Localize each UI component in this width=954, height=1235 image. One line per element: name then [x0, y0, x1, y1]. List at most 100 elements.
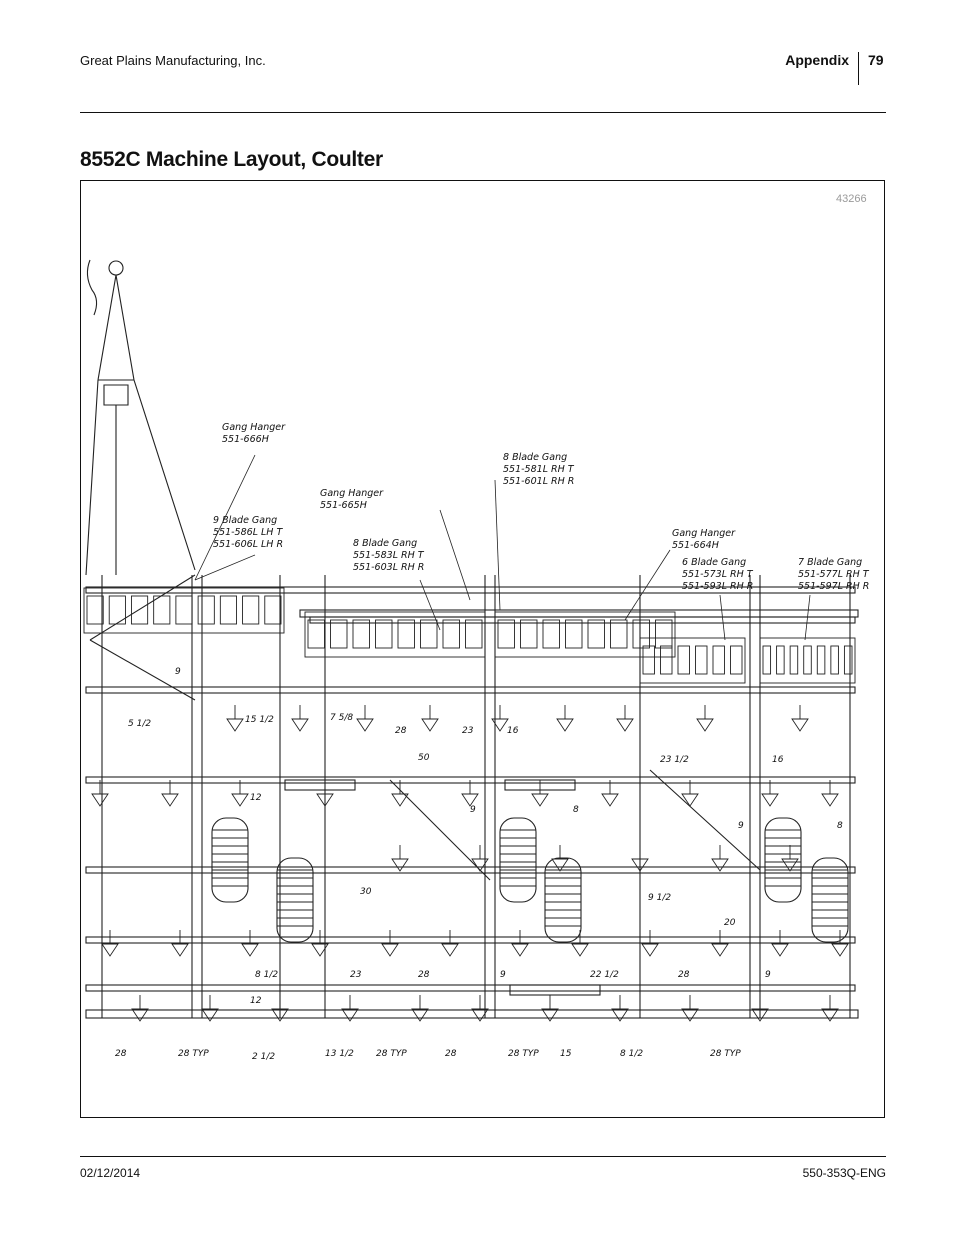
- gang-blade: [843, 645, 853, 675]
- coulter: [681, 995, 699, 1022]
- dimension-label: 20: [724, 918, 736, 928]
- dimension-label: 28 TYP: [508, 1049, 539, 1059]
- callout-label: 8 Blade Gang: [353, 538, 417, 549]
- gang-blade: [816, 645, 826, 675]
- callout-label: Gang Hanger: [672, 528, 736, 539]
- gang-blade: [632, 619, 650, 649]
- section-name: Appendix: [785, 52, 849, 68]
- coulter: [271, 995, 289, 1022]
- dimension-label: 13 1/2: [325, 1049, 354, 1059]
- callout-label: 551-664H: [672, 540, 719, 551]
- dimension-label: 28: [418, 970, 430, 980]
- hydraulic-cylinder: [284, 779, 356, 791]
- dimension-label: 30: [360, 887, 372, 897]
- callout-label: 551-573L RH T: [682, 569, 754, 580]
- gang-blade: [86, 595, 104, 625]
- dimension-label: 16: [507, 726, 519, 736]
- frame-structure: [85, 259, 859, 1019]
- coulter: [316, 780, 334, 807]
- frame-tube: [85, 936, 856, 944]
- transport-wheel: [764, 817, 802, 903]
- coulter: [611, 995, 629, 1022]
- coulter: [356, 705, 374, 732]
- page-number: 79: [868, 52, 884, 68]
- coulter: [771, 930, 789, 957]
- dimension-label: 12: [250, 996, 262, 1006]
- coulter: [341, 995, 359, 1022]
- coulter: [571, 930, 589, 957]
- gang-blade: [776, 645, 785, 675]
- gang-blade: [397, 619, 415, 649]
- coulter: [231, 780, 249, 807]
- leader-line: [194, 454, 256, 581]
- callout-label: 8 Blade Gang: [503, 452, 567, 463]
- coulter: [241, 930, 259, 957]
- dimension-label: 28 TYP: [178, 1049, 209, 1059]
- callout-label: 551-593L RH R: [682, 581, 753, 592]
- coulter: [831, 930, 849, 957]
- coulter: [641, 930, 659, 957]
- coulter: [421, 705, 439, 732]
- tongue-frame: [85, 379, 196, 576]
- callout-label: 551-597L RH R: [798, 581, 869, 592]
- frame-brace: [89, 574, 761, 881]
- blade-gangs: [83, 587, 856, 684]
- coulter: [791, 705, 809, 732]
- footer-doc-number: 550-353Q-ENG: [802, 1166, 886, 1180]
- dimension-label: 28: [395, 726, 407, 736]
- coulter: [681, 780, 699, 807]
- coulter: [711, 930, 729, 957]
- dimension-label: 28 TYP: [710, 1049, 741, 1059]
- coulter: [311, 930, 329, 957]
- gang-blade: [542, 619, 560, 649]
- gang-frame: [759, 637, 856, 684]
- gang-blade: [108, 595, 126, 625]
- leader-line: [439, 509, 471, 601]
- callout-label: 551-603L RH R: [353, 562, 424, 573]
- dimension-label: 16: [772, 755, 784, 765]
- dimension-label: 15 1/2: [245, 715, 274, 725]
- coulter: [711, 845, 729, 872]
- gang-blade: [655, 619, 673, 649]
- leader-line: [494, 479, 501, 611]
- dimension-label: 28 TYP: [376, 1049, 407, 1059]
- dimension-label: 9: [738, 821, 744, 831]
- coulter: [616, 705, 634, 732]
- dimension-label: 9: [765, 970, 771, 980]
- gang-blade: [610, 619, 628, 649]
- gang-blade: [242, 595, 260, 625]
- frame-tube: [85, 686, 856, 694]
- coulter: [551, 845, 569, 872]
- dimension-label: 8 1/2: [255, 970, 278, 980]
- dimension-label: 9: [175, 667, 181, 677]
- safety-chain: [86, 259, 98, 316]
- coulter: [381, 930, 399, 957]
- dimension-label: 28: [115, 1049, 127, 1059]
- coulter: [471, 845, 489, 872]
- frame-tube: [85, 776, 856, 784]
- gang-frame: [83, 587, 285, 634]
- transport-wheel: [211, 817, 249, 903]
- dimension-label: 23 1/2: [660, 755, 689, 765]
- coulter: [781, 845, 799, 872]
- gang-blade: [695, 645, 708, 675]
- figure-frame: [80, 180, 885, 1118]
- callout-label: 551-601L RH R: [503, 476, 574, 487]
- coulter: [291, 705, 309, 732]
- gang-blade: [442, 619, 460, 649]
- callout-label: 551-665H: [320, 500, 367, 511]
- dimension-label: 12: [250, 793, 262, 803]
- coulter-shanks: [91, 705, 849, 1022]
- coulter: [541, 995, 559, 1022]
- dimension-label: 50: [418, 753, 430, 763]
- coulter: [601, 780, 619, 807]
- gang-frame: [304, 611, 486, 658]
- leader-line: [624, 549, 671, 621]
- dimension-label: 8: [837, 821, 843, 831]
- coulter: [161, 780, 179, 807]
- gang-blade: [420, 619, 438, 649]
- header-rule: [80, 112, 886, 113]
- transport-wheel: [811, 857, 849, 943]
